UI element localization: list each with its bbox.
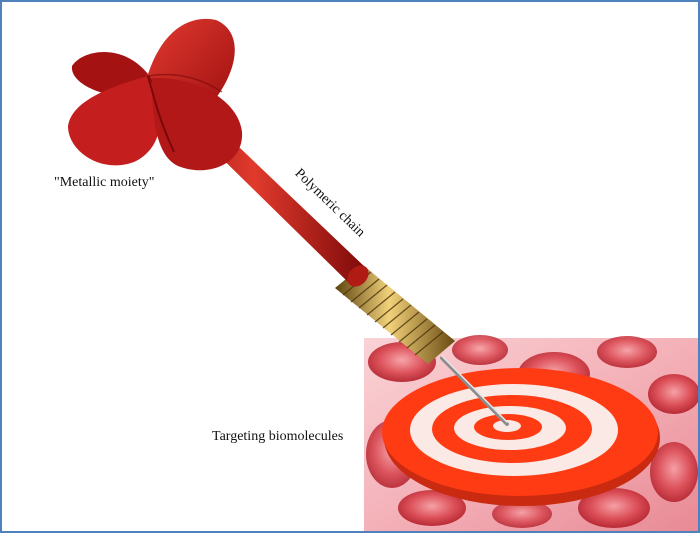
metallic-moiety-label: "Metallic moiety" bbox=[54, 175, 154, 191]
target-bullseye bbox=[382, 368, 660, 506]
dart-flights bbox=[68, 19, 242, 170]
targeting-biomolecules-label: Targeting biomolecules bbox=[212, 429, 343, 445]
